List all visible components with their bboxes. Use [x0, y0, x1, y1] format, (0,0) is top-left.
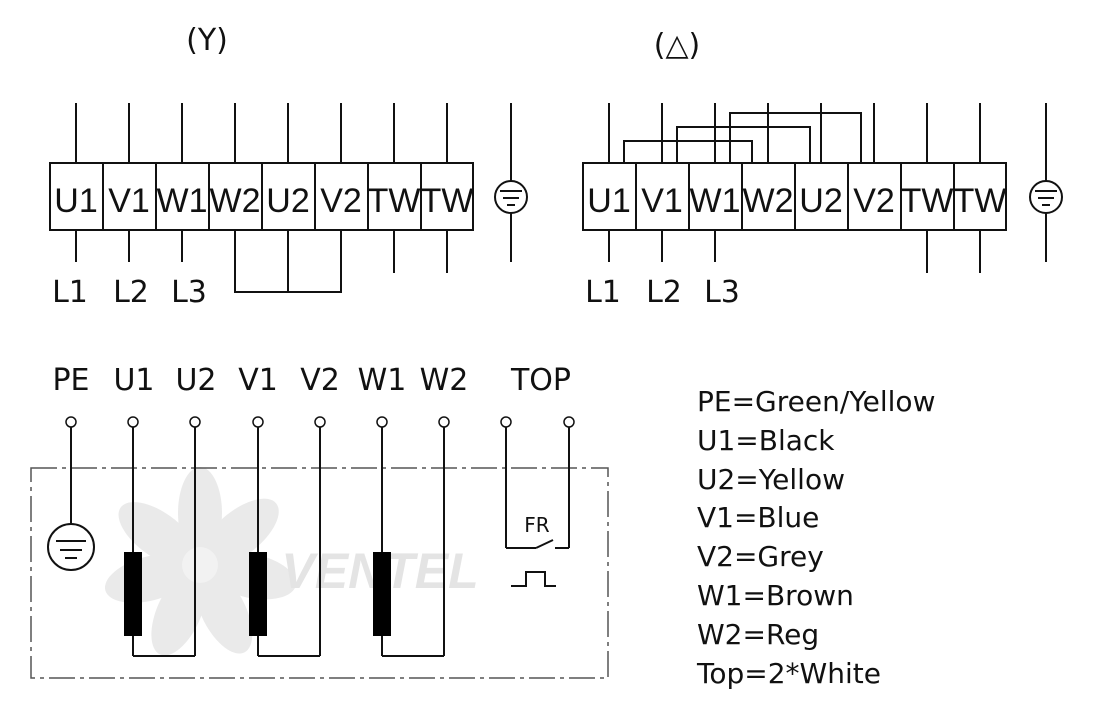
thermal-contact-label: FR: [524, 513, 550, 537]
star-terminal-u2: U2: [266, 182, 309, 220]
delta-bottom-wires: [608, 230, 981, 273]
thermal-contact-icon: FR: [505, 427, 570, 587]
delta-terminal-u1: U1: [587, 182, 630, 220]
star-terminal-v2: V2: [320, 182, 362, 220]
legend-item-v1: V1=Blue: [697, 501, 820, 535]
motor-terminal-u2: U2: [175, 363, 216, 398]
legend-item-pe: PE=Green/Yellow: [697, 385, 936, 418]
motor-terminal-w2: W2: [420, 363, 469, 398]
star-point-bridge: [234, 230, 342, 293]
delta-earth-icon: [1029, 103, 1063, 262]
delta-line-l3: L3: [704, 275, 740, 310]
delta-terminal-u2: U2: [799, 182, 842, 220]
delta-terminal-v2: V2: [853, 182, 895, 220]
motor-terminal-w1: W1: [358, 363, 407, 398]
legend-item-u2: U2=Yellow: [697, 462, 845, 496]
star-terminal-w2: W2: [210, 182, 261, 220]
motor-terminal-pe: PE: [52, 363, 89, 398]
star-earth-icon: [494, 103, 528, 262]
winding-w-coil: [373, 552, 391, 636]
motor-schematic: VENTEL PE U1 U2 V1 V2 W1 W2 TOP: [30, 363, 609, 679]
terminal-points: [65, 416, 575, 428]
thermal-protector-label: TOP: [510, 363, 571, 398]
star-terminal-u1: U1: [54, 182, 97, 220]
star-line-l1: L1: [52, 275, 88, 310]
delta-terminal-tw2: TW: [954, 182, 1007, 220]
winding-v: [249, 427, 321, 657]
star-top-wires: [75, 103, 448, 163]
motor-terminal-u1: U1: [113, 363, 154, 398]
delta-line-l2: L2: [646, 275, 682, 310]
legend-item-v2: V2=Grey: [697, 540, 824, 574]
star-terminal-block: U1 V1 W1 W2 U2 V2 TW TW: [49, 162, 474, 231]
wire-color-legend: PE=Green/Yellow U1=Black U2=Yellow V1=Bl…: [697, 383, 935, 693]
delta-terminal-tw1: TW: [901, 182, 954, 220]
delta-title: (△): [654, 28, 700, 63]
winding-u: [124, 427, 196, 657]
legend-item-top: Top=2*White: [697, 656, 881, 690]
motor-terminal-v2: V2: [300, 363, 340, 398]
delta-line-l1: L1: [585, 275, 621, 310]
delta-terminal-w1: W1: [690, 182, 741, 220]
star-terminal-v1: V1: [108, 182, 150, 220]
fan-watermark-icon: VENTEL: [104, 467, 479, 656]
star-line-l2: L2: [113, 275, 149, 310]
winding-w: [373, 427, 445, 657]
legend-item-w2: W2=Reg: [697, 617, 820, 651]
star-bottom-wires: [75, 230, 448, 273]
delta-connection: (△) U1 V1: [582, 28, 1063, 310]
winding-u-coil: [124, 552, 142, 636]
star-terminal-tw1: TW: [368, 182, 421, 220]
delta-terminal-v1: V1: [641, 182, 683, 220]
star-title: (Y): [186, 23, 228, 58]
legend-item-w1: W1=Brown: [697, 578, 854, 612]
delta-terminal-w2: W2: [743, 182, 794, 220]
winding-v-coil: [249, 552, 267, 636]
delta-bridges: [623, 112, 862, 163]
star-terminal-tw2: TW: [421, 182, 474, 220]
motor-earth-icon: [47, 427, 95, 571]
star-line-l3: L3: [171, 275, 207, 310]
legend-item-u1: U1=Black: [697, 423, 835, 457]
star-terminal-w1: W1: [157, 182, 208, 220]
delta-terminal-block: U1 V1 W1 W2 U2 V2 TW TW: [582, 162, 1007, 231]
motor-terminal-v1: V1: [238, 363, 278, 398]
star-connection: (Y) U1 V1 W1 W2 U2 V2: [49, 23, 528, 310]
